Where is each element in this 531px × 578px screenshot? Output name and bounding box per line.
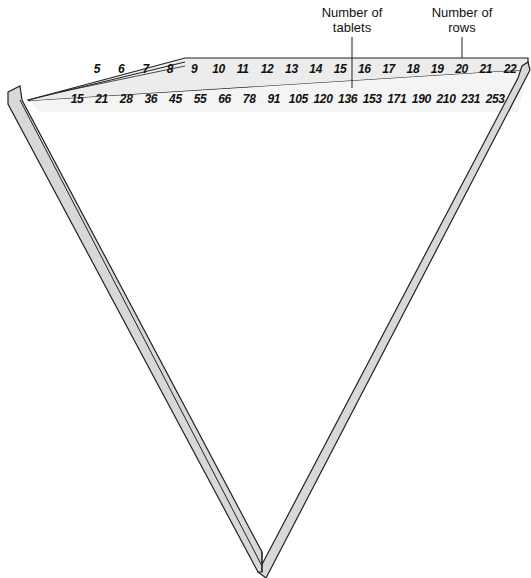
count-number: 8 — [167, 62, 173, 76]
count-number: 21 — [95, 92, 108, 106]
count-number: 6 — [118, 62, 124, 76]
count-number: 105 — [289, 92, 308, 106]
count-number: 20 — [455, 62, 468, 76]
count-number: 171 — [387, 92, 406, 106]
count-number: 78 — [243, 92, 256, 106]
count-number: 210 — [436, 92, 455, 106]
count-number: 13 — [285, 62, 298, 76]
leader-line — [462, 37, 463, 58]
count-number: 136 — [338, 92, 357, 106]
count-number: 21 — [479, 62, 492, 76]
count-number: 14 — [309, 62, 322, 76]
leader-line — [352, 37, 353, 88]
count-number: 11 — [237, 62, 249, 76]
count-number: 22 — [504, 62, 517, 76]
left-rail-edge — [20, 100, 262, 566]
count-number: 15 — [334, 62, 347, 76]
axis-heading: Number of tablets — [313, 5, 391, 35]
count-number: 12 — [261, 62, 274, 76]
count-number: 5 — [94, 62, 100, 76]
tray-band — [30, 70, 528, 112]
count-number: 120 — [313, 92, 332, 106]
count-number: 45 — [169, 92, 182, 106]
right-rail — [258, 62, 530, 578]
left-rail — [8, 86, 262, 572]
count-number: 16 — [358, 62, 371, 76]
count-number: 15 — [71, 92, 84, 106]
count-number: 19 — [431, 62, 444, 76]
count-number: 36 — [144, 92, 157, 106]
axis-heading: Number of rows — [423, 5, 501, 35]
count-number: 10 — [212, 62, 225, 76]
count-number: 253 — [486, 92, 505, 106]
count-number: 55 — [194, 92, 207, 106]
count-number: 17 — [382, 62, 395, 76]
count-number: 91 — [267, 92, 280, 106]
count-number: 66 — [218, 92, 231, 106]
count-number: 153 — [363, 92, 382, 106]
count-number: 28 — [120, 92, 133, 106]
count-number: 7 — [142, 62, 148, 76]
count-number: 190 — [412, 92, 431, 106]
count-number: 9 — [191, 62, 197, 76]
rail-corner — [262, 552, 263, 572]
count-number: 18 — [407, 62, 420, 76]
count-number: 231 — [461, 92, 480, 106]
